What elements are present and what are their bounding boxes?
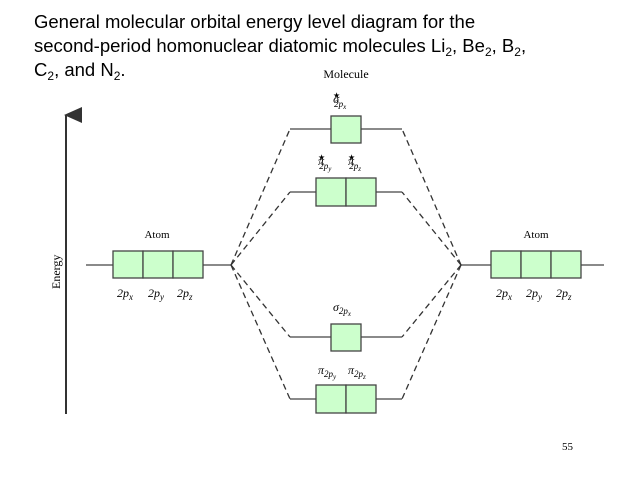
right-2px-box (490, 250, 522, 279)
left-orbital-labels: 2px 2py 2pz (117, 286, 193, 302)
dash-left-to-sigma (230, 264, 291, 338)
sigma-2px-box (330, 323, 362, 352)
correlation-lines (230, 128, 462, 400)
pi-2py-label: π2py (318, 363, 337, 381)
dash-left-to-sigma-star (230, 128, 291, 266)
right-2pz-box (550, 250, 582, 279)
pi-2pz-box (345, 384, 377, 414)
left-2py-label: 2py (148, 286, 164, 302)
pi-2py-box (315, 384, 347, 414)
sigma-star-2px-box (330, 115, 362, 144)
left-2py-box (142, 250, 174, 279)
right-orbital-labels: 2px 2py 2pz (496, 286, 572, 302)
pi-2pz-label: π2pz (348, 363, 366, 381)
right-atom-orbitals (490, 250, 582, 279)
dash-right-to-pi-star (401, 191, 462, 266)
sigma-star-2px-label: σ★2px (333, 91, 347, 111)
left-2pz-label: 2pz (177, 286, 193, 302)
pi-star-2pz-label: π★2pz (348, 153, 361, 173)
right-2py-box (520, 250, 552, 279)
energy-axis-label: Energy (49, 255, 63, 289)
left-atom-orbitals (112, 250, 204, 279)
right-2pz-label: 2pz (556, 286, 572, 302)
right-2px-label: 2px (496, 286, 512, 302)
page-number: 55 (562, 441, 573, 453)
molecule-label: Molecule (323, 67, 368, 81)
right-atom-label: Atom (523, 229, 549, 241)
left-2px-label: 2px (117, 286, 133, 302)
pi-star-2pz-box (345, 177, 377, 207)
left-2pz-box (172, 250, 204, 279)
dash-right-to-sigma (401, 264, 462, 338)
title-line-2: second-period homonuclear diatomic molec… (34, 35, 527, 59)
pi-star-2py-box (315, 177, 347, 207)
right-2py-label: 2py (526, 286, 542, 302)
dash-left-to-pi-star (230, 191, 291, 266)
left-atom-label: Atom (144, 229, 170, 241)
dash-right-to-sigma-star (401, 128, 462, 266)
dash-left-to-pi (230, 264, 291, 400)
slide-title: General molecular orbital energy level d… (34, 10, 624, 82)
title-line-3: C2, and N2. (34, 59, 126, 83)
pi-star-2py-label: π★2py (318, 153, 332, 173)
dash-right-to-pi (401, 264, 462, 400)
sigma-2px-label: σ2px (333, 300, 352, 318)
left-2px-box (112, 250, 144, 279)
title-line-1: General molecular orbital energy level d… (34, 11, 476, 32)
